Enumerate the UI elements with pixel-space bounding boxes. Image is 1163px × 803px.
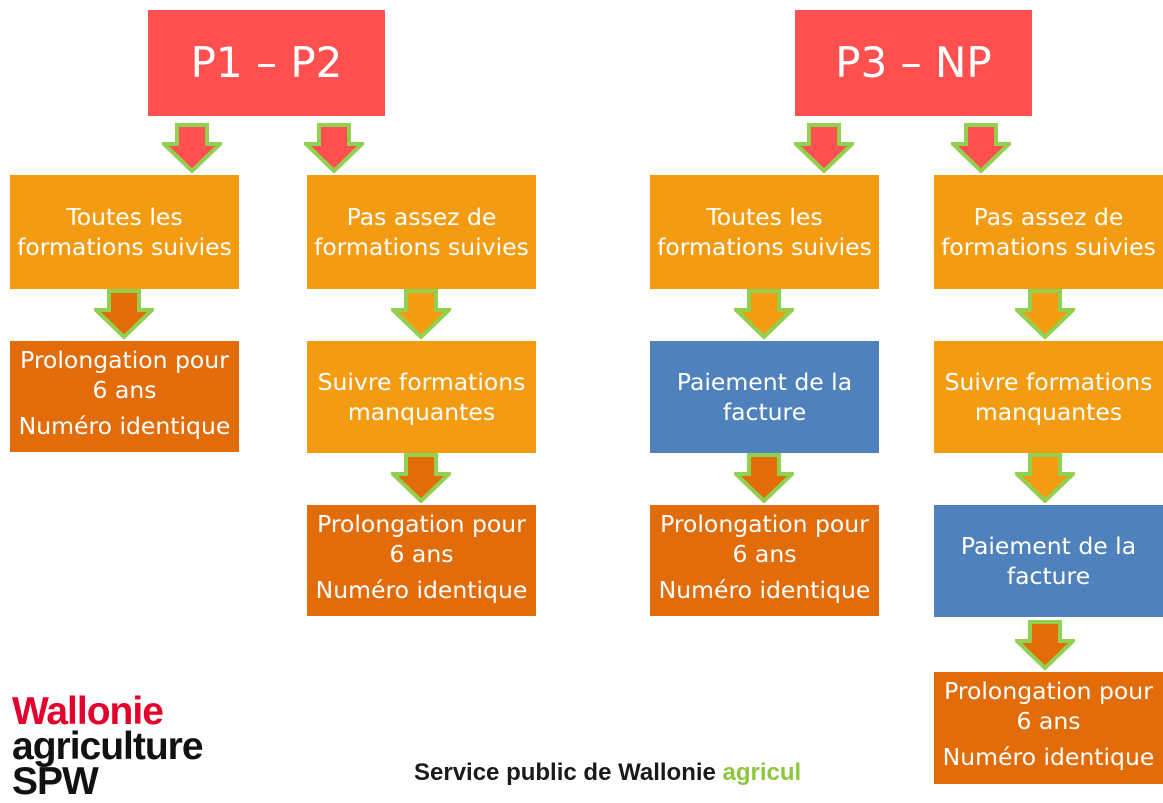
header-p1-p2: P1 – P2 [148, 10, 385, 116]
header-p3-np-label: P3 – NP [835, 38, 992, 88]
box-line: Paiement de la [676, 367, 853, 396]
box-line: Toutes les [706, 202, 823, 231]
box-line: formations suivies [941, 233, 1156, 261]
footer-service-public: Service public de Wallonie agricul [414, 759, 801, 787]
box-line: facture [722, 398, 807, 426]
box-line: 6 ans [92, 376, 157, 405]
box-line: Paiement de la [960, 531, 1137, 560]
logo-wallonie: Wallonie [12, 690, 164, 733]
box-paiement-col3: Paiement de la facture [650, 341, 879, 453]
box-prolongation-col4: Prolongation pour 6 ans Numéro identique [934, 672, 1163, 784]
box-line: 6 ans [1016, 707, 1081, 736]
arrow-down-icon [1015, 453, 1075, 503]
box-line: Prolongation pour [660, 510, 869, 538]
wallonie-agriculture-logo: Wallonie agriculture SPW [12, 690, 204, 803]
box-line: Numéro identique [18, 412, 231, 441]
box-suivre-formations-col2: Suivre formations manquantes [307, 341, 536, 453]
box-line: formations suivies [657, 233, 872, 261]
arrow-down-icon [304, 123, 364, 173]
arrow-down-icon [734, 289, 794, 339]
box-line: Toutes les [66, 202, 183, 231]
logo-agriculture: agriculture [12, 725, 204, 769]
box-line: manquantes [974, 398, 1123, 426]
box-prolongation-col2: Prolongation pour 6 ans Numéro identique [307, 505, 536, 616]
arrow-down-icon [162, 123, 222, 173]
box-line: Pas assez de [973, 202, 1124, 231]
box-line: manquantes [347, 398, 496, 426]
arrow-down-icon [391, 289, 451, 339]
box-line: Prolongation pour [944, 677, 1153, 705]
box-toutes-formations-p3np: Toutes les formations suivies [650, 175, 879, 289]
arrow-down-icon [951, 123, 1011, 173]
box-line: Numéro identique [315, 576, 528, 605]
box-line: 6 ans [389, 540, 454, 569]
box-line: Prolongation pour [317, 510, 526, 538]
box-line: 6 ans [732, 540, 797, 569]
box-line: Numéro identique [658, 576, 871, 605]
box-line: Suivre formations [944, 367, 1153, 396]
box-paiement-col4: Paiement de la facture [934, 505, 1163, 617]
arrow-down-icon [734, 453, 794, 503]
footer-text-green: agricul [722, 759, 802, 786]
arrow-down-icon [794, 123, 854, 173]
box-pas-assez-p3np: Pas assez de formations suivies [934, 175, 1163, 289]
box-line: formations suivies [17, 233, 232, 261]
arrow-down-icon [1015, 620, 1075, 670]
box-prolongation-col3: Prolongation pour 6 ans Numéro identique [650, 505, 879, 616]
arrow-down-icon [1015, 289, 1075, 339]
footer-text-main: Service public de Wallonie [414, 759, 723, 786]
box-line: Numéro identique [942, 743, 1155, 772]
box-toutes-formations-p1p2: Toutes les formations suivies [10, 175, 239, 289]
header-p1-p2-label: P1 – P2 [190, 38, 343, 88]
box-suivre-formations-col4: Suivre formations manquantes [934, 341, 1163, 453]
arrow-down-icon [391, 453, 451, 503]
box-line: facture [1006, 562, 1091, 590]
box-pas-assez-p1p2: Pas assez de formations suivies [307, 175, 536, 289]
box-line: Suivre formations [317, 367, 526, 396]
box-prolongation-col1: Prolongation pour 6 ans Numéro identique [10, 341, 239, 452]
header-p3-np: P3 – NP [795, 10, 1032, 116]
arrow-down-icon [94, 289, 154, 339]
box-line: Prolongation pour [20, 346, 229, 374]
box-line: formations suivies [314, 233, 529, 261]
logo-spw: SPW [12, 760, 99, 803]
box-line: Pas assez de [346, 202, 497, 231]
